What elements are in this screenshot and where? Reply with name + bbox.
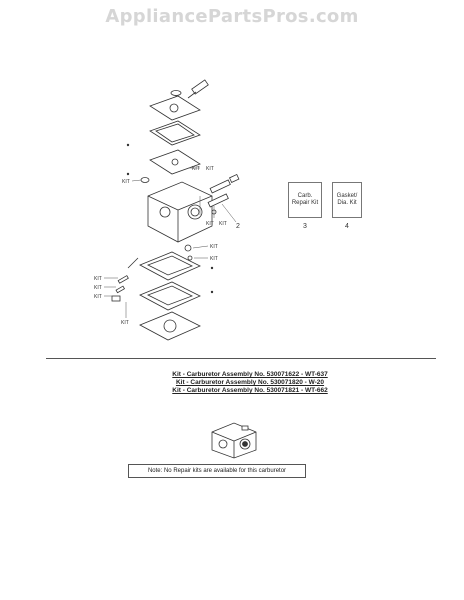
carburetor-body <box>147 181 213 243</box>
no-repair-kit-note: Note: No Repair kits are available for t… <box>128 464 306 478</box>
kit-callout: KIT <box>210 244 218 250</box>
inlet-screen <box>140 177 150 183</box>
site-watermark: AppliancePartsPros.com <box>105 6 359 27</box>
section-divider <box>46 358 436 359</box>
gasket-dia-kit-label: Gasket/ Dia. Kit <box>336 193 358 206</box>
kit-callout: KIT <box>219 221 227 227</box>
carb-repair-kit-box: Carb. Repair Kit <box>288 182 322 218</box>
kit-callout: KIT <box>94 294 102 300</box>
inlet-needle-parts <box>111 257 139 302</box>
kit-callout: KIT <box>94 285 102 291</box>
kit-callout: KIT <box>121 320 129 326</box>
kit-assembly-line: Kit - Carburetor Assembly No. 530071622 … <box>172 371 328 378</box>
ref-number-3: 3 <box>303 223 307 230</box>
kit-assembly-line: Kit - Carburetor Assembly No. 530071820 … <box>175 379 325 386</box>
metering-gasket <box>139 251 201 281</box>
kit-assembly-line: Kit - Carburetor Assembly No. 530071821 … <box>172 387 328 394</box>
pump-gasket <box>149 120 201 146</box>
kit-callout: KIT <box>192 166 200 172</box>
adjusting-needles <box>207 173 240 215</box>
ref-number-4: 4 <box>345 223 349 230</box>
kit-callout: KIT <box>206 221 214 227</box>
needle-lever <box>184 244 192 252</box>
kit-callout: KIT <box>122 179 130 185</box>
kit-callout: KIT <box>210 256 218 262</box>
kit-callout: KIT <box>206 166 214 172</box>
adjust-screw-top <box>187 79 209 99</box>
kit-callout: KIT <box>94 276 102 282</box>
gasket-dia-kit-box: Gasket/ Dia. Kit <box>332 182 362 218</box>
metering-diaphragm <box>139 281 201 311</box>
carburetor-thumbnail <box>211 422 257 459</box>
ref-number-2: 2 <box>236 223 240 230</box>
carb-repair-kit-label: Carb. Repair Kit <box>291 193 319 206</box>
